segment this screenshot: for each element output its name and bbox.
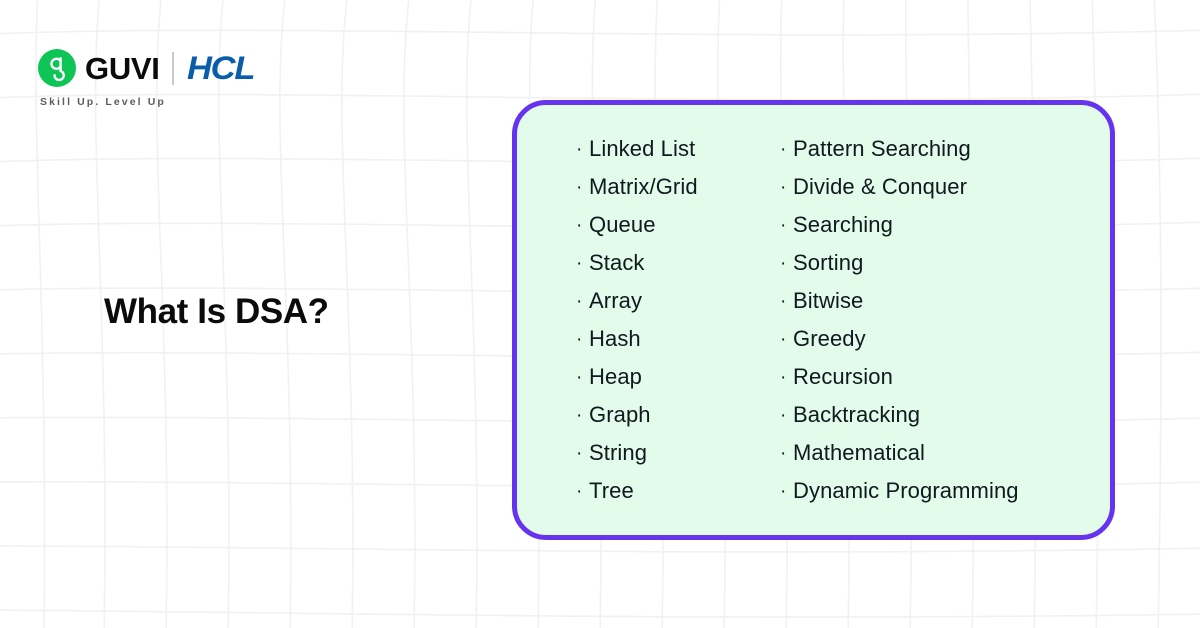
bullet-icon: · [576, 291, 583, 312]
bullet-icon: · [780, 481, 787, 502]
guvi-logo-icon [38, 49, 76, 87]
bullet-icon: · [576, 367, 583, 388]
bullet-icon: · [780, 405, 787, 426]
topic-list-item: · Array [576, 282, 780, 320]
page-title: What Is DSA? [104, 292, 329, 331]
topic-list-item: · Tree [576, 472, 780, 510]
topic-list-item: · Hash [576, 320, 780, 358]
bullet-icon: · [576, 329, 583, 350]
bullet-icon: · [576, 253, 583, 274]
bullet-icon: · [576, 405, 583, 426]
topic-label: Graph [589, 402, 651, 427]
bullet-icon: · [780, 291, 787, 312]
bullet-icon: · [576, 139, 583, 160]
dsa-topics-card: · Linked List · Matrix/Grid · Queue · Stack · Arr… [512, 100, 1115, 540]
topic-list-item: · Dynamic Programming [780, 472, 1110, 510]
bullet-icon: · [780, 139, 787, 160]
bullet-icon: · [780, 253, 787, 274]
topic-label: Array [589, 288, 643, 313]
bullet-icon: · [780, 329, 787, 350]
topics-column-algorithms: · Pattern Searching · Divide & Conquer · Sear… [780, 130, 1110, 510]
topic-label: Searching [793, 212, 893, 237]
topic-list-item: · Backtracking [780, 396, 1110, 434]
topic-list-item: · Linked List [576, 130, 780, 168]
topic-list-item: · Divide & Conquer [780, 168, 1110, 206]
hcl-wordmark: HCL [186, 50, 255, 86]
brand-divider [171, 51, 174, 85]
topic-list-item: · Greedy [780, 320, 1110, 358]
topics-columns: · Linked List · Matrix/Grid · Queue · Stack · Arr… [517, 130, 1110, 510]
topic-label: Pattern Searching [793, 136, 971, 161]
topic-list-item: · Heap [576, 358, 780, 396]
bullet-icon: · [780, 443, 787, 464]
topic-label: Recursion [793, 364, 893, 389]
bullet-icon: · [576, 177, 583, 198]
topic-label: Greedy [793, 326, 866, 351]
topic-list-item: · Sorting [780, 244, 1110, 282]
bullet-icon: · [576, 481, 583, 502]
topic-label: Dynamic Programming [793, 478, 1019, 503]
topic-list-item: · Queue [576, 206, 780, 244]
brand-tagline: Skill Up. Level Up [40, 96, 166, 108]
topic-list-item: · Graph [576, 396, 780, 434]
topic-list-item: · Mathematical [780, 434, 1110, 472]
topic-label: Matrix/Grid [589, 174, 698, 199]
bullet-icon: · [780, 215, 787, 236]
topic-label: Bitwise [793, 288, 864, 313]
bullet-icon: · [780, 367, 787, 388]
topic-list-item: · Bitwise [780, 282, 1110, 320]
topic-list-item: · Recursion [780, 358, 1110, 396]
bullet-icon: · [576, 215, 583, 236]
topic-label: Tree [589, 478, 634, 503]
bullet-icon: · [780, 177, 787, 198]
topic-list-item: · Matrix/Grid [576, 168, 780, 206]
topic-list-item: · String [576, 434, 780, 472]
brand-logos-row: GUVI HCL [38, 48, 255, 88]
topic-label: Mathematical [793, 440, 926, 465]
topic-label: Heap [589, 364, 642, 389]
topic-label: Sorting [793, 250, 864, 275]
topic-label: Linked List [589, 136, 696, 161]
topic-list-item: · Searching [780, 206, 1110, 244]
topic-label: Queue [589, 212, 656, 237]
topic-label: Hash [589, 326, 641, 351]
topic-label: Divide & Conquer [793, 174, 968, 199]
topic-label: Backtracking [793, 402, 921, 427]
topic-label: String [589, 440, 648, 465]
topic-label: Stack [589, 250, 645, 275]
bullet-icon: · [576, 443, 583, 464]
brand-lockup: GUVI HCL Skill Up. Level Up [38, 48, 255, 108]
topic-list-item: · Pattern Searching [780, 130, 1110, 168]
topics-column-data-structures: · Linked List · Matrix/Grid · Queue · Stack · Arr… [576, 130, 780, 510]
topic-list-item: · Stack [576, 244, 780, 282]
guvi-wordmark: GUVI [85, 50, 160, 86]
